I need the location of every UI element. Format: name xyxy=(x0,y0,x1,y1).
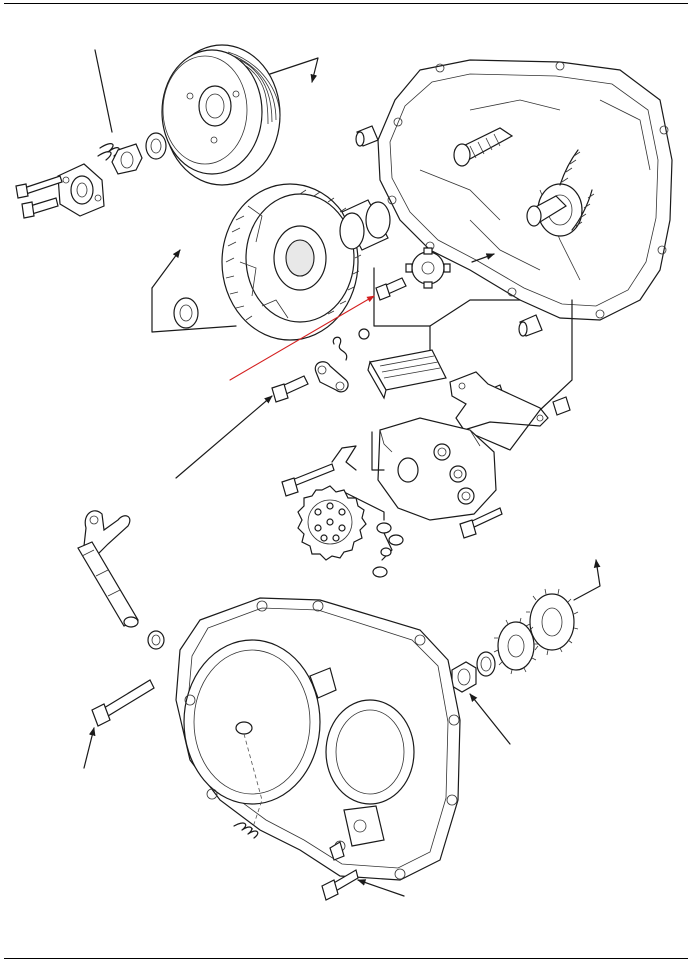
stopper-arm xyxy=(314,361,349,393)
reference-arrow-crankcase xyxy=(471,253,495,263)
stopper-arm-bolt xyxy=(271,375,309,403)
callout-stopper-leader xyxy=(175,395,273,479)
clutch-outer-plates xyxy=(161,44,281,186)
callout-cover-bolt-leader xyxy=(83,727,96,769)
primary-gear-nut xyxy=(451,661,477,693)
pump-dowel-bracket xyxy=(331,445,357,471)
spindle-seal xyxy=(147,630,165,650)
highlight-arrow xyxy=(229,295,375,381)
reference-arrow-gear xyxy=(573,559,601,601)
cover-lower-bolt xyxy=(321,841,359,901)
o-rings xyxy=(372,522,404,578)
primary-washer xyxy=(476,651,496,677)
reference-arrow-housing xyxy=(151,249,181,289)
top-rule xyxy=(4,3,688,4)
callout-lower-bolt-leader xyxy=(357,879,405,897)
clutch-center-nut xyxy=(111,143,143,175)
thrust-washer xyxy=(173,297,199,329)
reference-line-top xyxy=(269,57,319,83)
oil-pump-assembly xyxy=(377,417,497,521)
oil-pump-drive-sprocket xyxy=(405,247,451,289)
oil-strainer xyxy=(367,349,447,400)
sprocket-bolt xyxy=(375,277,407,301)
cam-chain xyxy=(559,149,595,231)
crankcase xyxy=(377,59,673,321)
primary-drive-gear xyxy=(493,588,579,675)
oil-pump-bolt xyxy=(281,463,503,539)
pump-bracket xyxy=(449,371,549,431)
oil-filter-rotor-spring xyxy=(233,822,259,839)
clutch-outer-housing xyxy=(221,183,362,341)
lifter-bearing-plate xyxy=(57,163,105,217)
reference-line-housing xyxy=(151,287,237,333)
oil-pump-gear xyxy=(297,485,367,561)
washer xyxy=(145,132,167,160)
mainshaft xyxy=(453,127,514,167)
reference-line-gear xyxy=(343,431,385,521)
collar xyxy=(339,199,391,251)
callout-nut-leader xyxy=(469,693,511,745)
gearshift-return-spring xyxy=(332,328,370,361)
clutch-bolt xyxy=(15,175,63,219)
bottom-rule xyxy=(4,958,688,959)
right-crankcase-cover xyxy=(175,597,461,881)
shift-spindle xyxy=(77,541,139,628)
cover-bolt xyxy=(91,679,155,727)
callout-spring-leader xyxy=(94,49,113,133)
reference-line-bracket xyxy=(467,299,573,451)
